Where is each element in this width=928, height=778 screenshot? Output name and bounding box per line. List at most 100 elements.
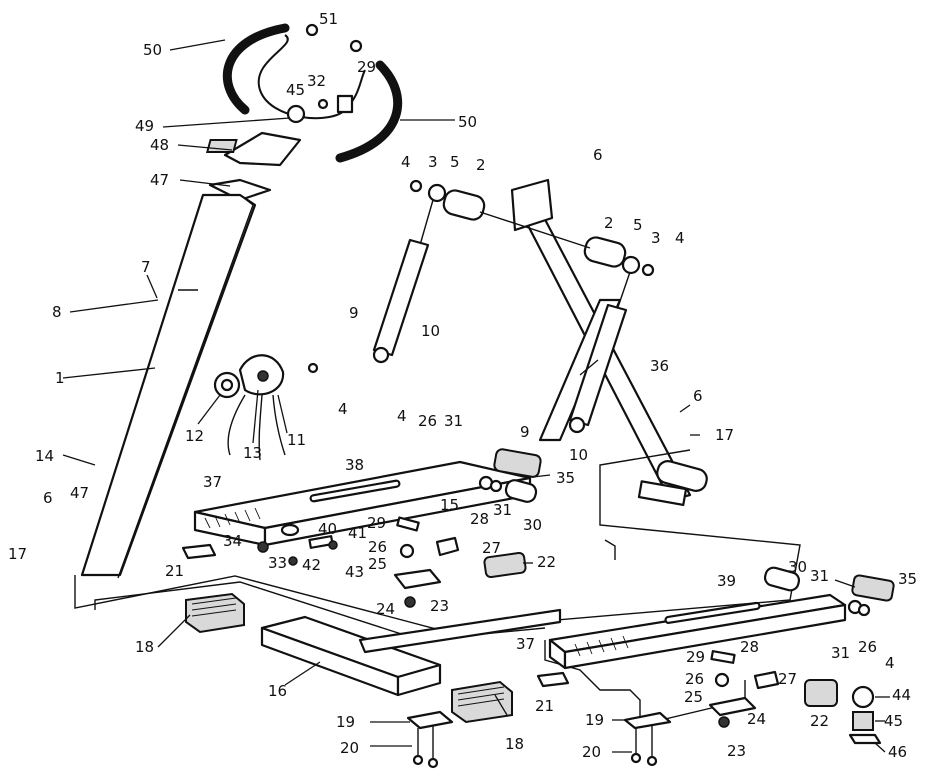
callout-35-b: 35 (898, 570, 917, 588)
callout-47-b: 47 (70, 484, 89, 502)
carriage-left (393, 516, 460, 608)
callout-37: 37 (203, 473, 222, 491)
callout-22: 22 (537, 553, 556, 571)
callout-25: 25 (368, 555, 387, 573)
callout-38: 38 (345, 456, 364, 474)
callout-10: 10 (421, 322, 440, 340)
callout-48: 48 (150, 136, 169, 154)
callout-50-b: 50 (458, 113, 477, 131)
callout-43: 43 (345, 563, 364, 581)
callout-46: 46 (888, 743, 907, 761)
callout-27-b: 27 (778, 670, 797, 688)
callout-20-b: 20 (582, 743, 601, 761)
callout-15: 15 (440, 496, 459, 514)
roller-35-left (493, 448, 542, 478)
callout-30-b: 30 (788, 558, 807, 576)
callout-24-b: 24 (747, 710, 766, 728)
seat-rail-right (548, 593, 847, 670)
callout-30: 30 (523, 516, 542, 534)
handlebar-bar (257, 34, 366, 120)
callout-31-b: 31 (493, 501, 512, 519)
callout-31: 31 (444, 412, 463, 430)
monitor-housing (223, 131, 302, 167)
callout-6-c: 6 (43, 489, 53, 507)
roller-35-right (851, 574, 895, 602)
handlebar-assembly (222, 23, 403, 163)
foot-bracket-right (623, 711, 672, 767)
leader-lines (62, 39, 890, 753)
callout-41: 41 (348, 524, 367, 542)
callout-47: 47 (150, 171, 169, 189)
axle-30-right (763, 566, 801, 592)
callout-3-b: 3 (651, 229, 661, 247)
callout-28: 28 (470, 510, 489, 528)
callout-14: 14 (35, 447, 54, 465)
callout-4-e: 4 (885, 654, 895, 672)
callout-32: 32 (307, 72, 326, 90)
callout-45: 45 (286, 81, 305, 99)
callout-28-b: 28 (740, 638, 759, 656)
callout-18: 18 (135, 638, 154, 656)
callout-21: 21 (165, 562, 184, 580)
callout-6: 6 (593, 146, 603, 164)
callout-29: 29 (357, 58, 376, 76)
callout-9-b: 9 (520, 423, 530, 441)
callout-10-b: 10 (569, 446, 588, 464)
handlebar-grip-right (335, 60, 403, 163)
callout-4-d: 4 (397, 407, 407, 425)
callout-3: 3 (428, 153, 438, 171)
front-stabilizer (260, 608, 562, 697)
callout-25-b: 25 (684, 688, 703, 706)
callout-9: 9 (349, 304, 359, 322)
callout-49: 49 (135, 117, 154, 135)
axle-30-left (504, 479, 538, 503)
callout-51: 51 (319, 10, 338, 28)
slot-38 (309, 479, 401, 503)
callout-29-b: 29 (367, 514, 386, 532)
callout-36: 36 (650, 357, 669, 375)
callout-26-b: 26 (368, 538, 387, 556)
foot-bracket-left (406, 710, 454, 769)
callout-17: 17 (715, 426, 734, 444)
carriage-right (708, 650, 780, 728)
seat-bracket-plate (510, 178, 554, 232)
callout-8: 8 (52, 303, 62, 321)
callout-31-d: 31 (831, 644, 850, 662)
roller-22-left (483, 551, 527, 579)
callout-26: 26 (418, 412, 437, 430)
callout-12: 12 (185, 427, 204, 445)
callout-18-b: 18 (505, 735, 524, 753)
crossbar-tube (656, 460, 708, 492)
callout-17-b: 17 (8, 545, 27, 563)
seat-rail-left (193, 460, 532, 547)
screw-4-knob (307, 362, 319, 374)
upright-post (80, 193, 257, 579)
callout-37-b: 37 (516, 635, 535, 653)
washer-32 (317, 98, 329, 110)
callout-35: 35 (556, 469, 575, 487)
callout-23-b: 23 (727, 742, 746, 760)
callout-26-c: 26 (685, 670, 704, 688)
callout-27: 27 (482, 539, 501, 557)
callout-50: 50 (143, 41, 162, 59)
callout-5: 5 (450, 153, 460, 171)
callout-21-b: 21 (535, 697, 554, 715)
callout-24: 24 (376, 600, 395, 618)
callout-4-c: 4 (338, 400, 348, 418)
callout-45-b: 45 (884, 712, 903, 730)
hydraulic-cylinder-right (568, 271, 631, 434)
callout-20: 20 (340, 739, 359, 757)
tension-knob-assembly (213, 354, 319, 461)
cable-11 (227, 394, 246, 456)
callout-2-b: 2 (604, 214, 614, 232)
clamp-block (336, 94, 354, 114)
callout-42: 42 (302, 556, 321, 574)
handlebar-grip-left (222, 23, 290, 115)
callout-34: 34 (223, 532, 242, 550)
pad-21-left (181, 543, 217, 560)
pedal-bracket (848, 685, 882, 745)
bolt-head-51 (305, 23, 319, 37)
callout-4-b: 4 (675, 229, 685, 247)
roller-22-right (804, 679, 838, 707)
end-cap-front (185, 592, 245, 634)
